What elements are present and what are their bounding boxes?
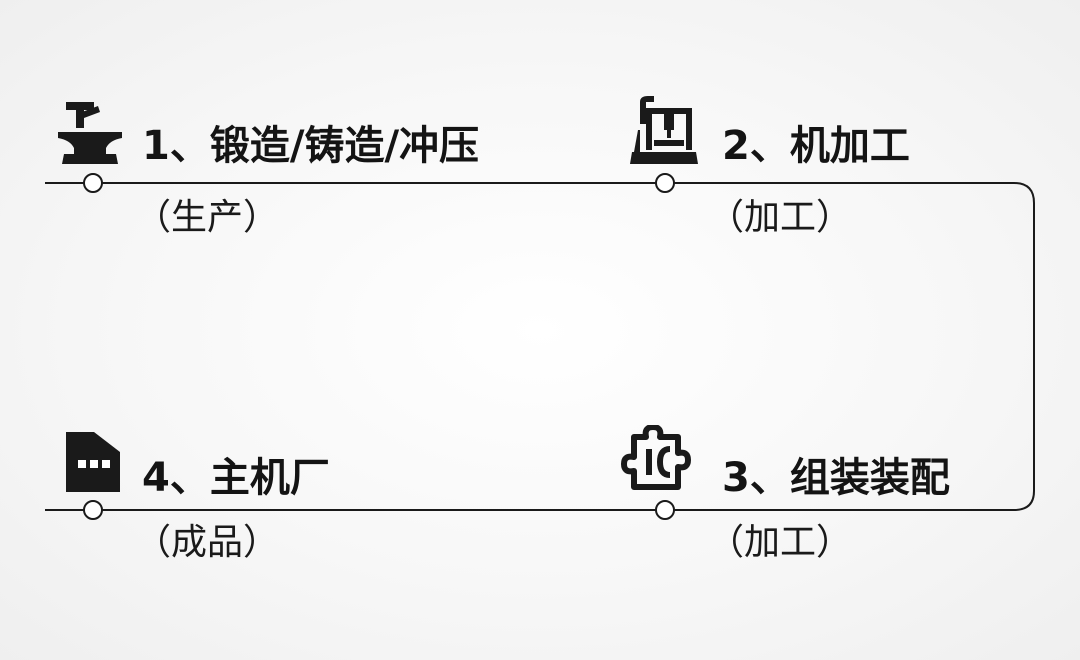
flow-line [45, 182, 1035, 511]
node-step-3 [655, 500, 675, 520]
node-step-2 [655, 173, 675, 193]
step-3-title: 3、组装装配 [722, 455, 950, 501]
step-4-subtitle: （成品） [135, 522, 280, 563]
forging-anvil-icon [58, 102, 122, 164]
cnc-machine-icon [630, 96, 698, 164]
puzzle-piece-icon [621, 425, 691, 490]
step-2-subtitle: （加工） [708, 197, 853, 238]
node-step-4 [83, 500, 103, 520]
step-1-title: 1、锻造/铸造/冲压 [142, 123, 480, 169]
node-step-1 [83, 173, 103, 193]
factory-icon [66, 432, 120, 492]
step-1-subtitle: （生产） [135, 197, 280, 238]
step-4-title: 4、主机厂 [142, 455, 330, 501]
step-3-subtitle: （加工） [708, 522, 853, 563]
step-2-title: 2、机加工 [722, 123, 910, 169]
